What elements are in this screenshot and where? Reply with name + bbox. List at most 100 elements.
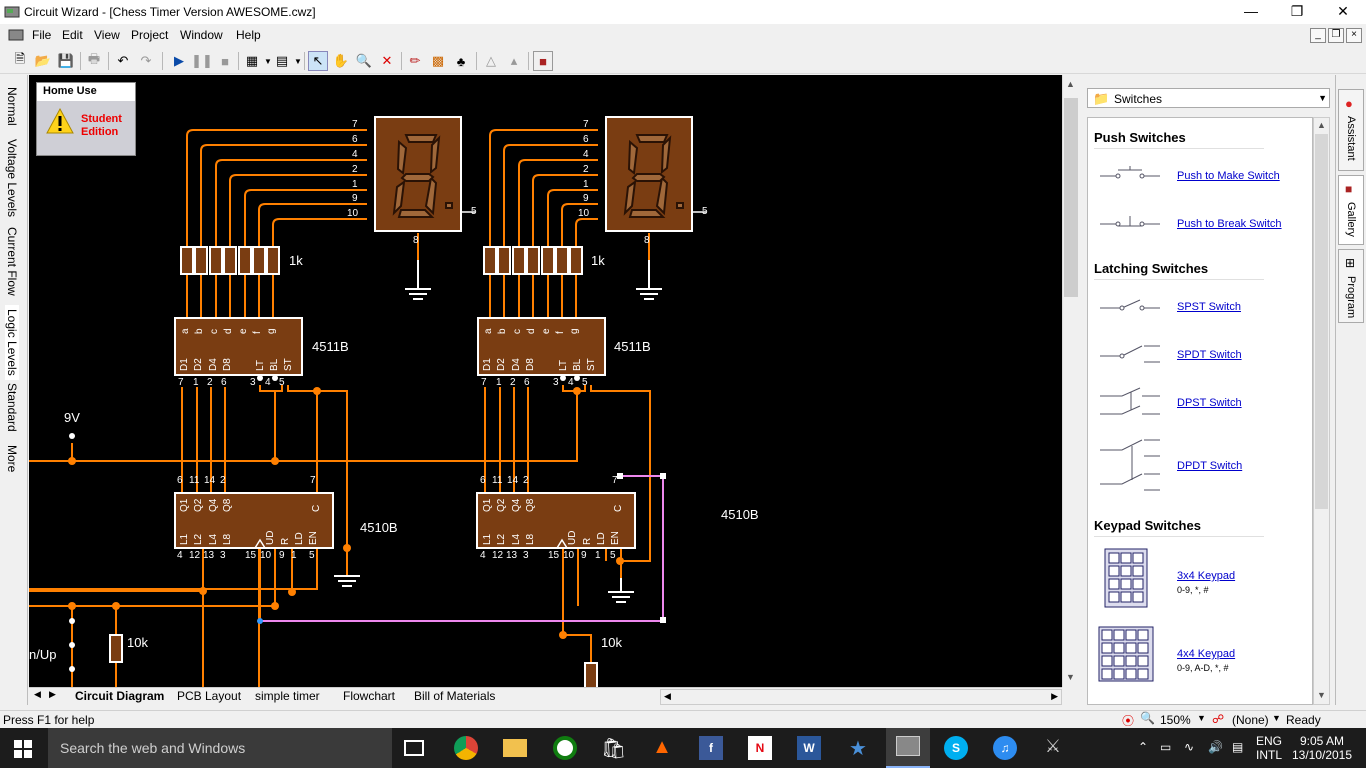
minimize-button[interactable]: —	[1244, 3, 1258, 19]
spdt-link[interactable]: SPDT Switch	[1177, 349, 1242, 361]
redo-icon[interactable]: ↷	[140, 53, 152, 68]
keypad-4x4-link[interactable]: 4x4 Keypad	[1177, 648, 1236, 660]
dpst-link[interactable]: DPST Switch	[1177, 397, 1242, 409]
dpdt-icon[interactable]	[1098, 434, 1162, 494]
clock[interactable]: 9:05 AM 13/10/2015	[1291, 734, 1353, 762]
component-icon[interactable]: ▦	[245, 53, 259, 68]
flip-icon[interactable]: △	[486, 53, 496, 68]
scroll-thumb[interactable]	[1315, 134, 1328, 509]
pointer-icon[interactable]: ↖	[308, 51, 328, 71]
scroll-down-icon[interactable]: ▼	[1066, 672, 1075, 682]
spdt-icon[interactable]	[1098, 340, 1162, 364]
scroll-up-icon[interactable]: ▲	[1066, 79, 1075, 89]
tab-prev-icon[interactable]: ◀	[34, 689, 41, 699]
undo-icon[interactable]: ↶	[117, 53, 129, 68]
canvas-vertical-scrollbar[interactable]: ▲ ▼	[1062, 75, 1079, 687]
pause-icon[interactable]: ❚❚	[191, 53, 213, 68]
menu-edit[interactable]: Edit	[62, 28, 83, 42]
language-indicator[interactable]: ENG INTL	[1256, 734, 1283, 762]
new-icon[interactable]: 🗎	[14, 51, 26, 66]
chevron-up-icon[interactable]: ⌃	[1138, 740, 1149, 754]
chevron-down-icon[interactable]: ▼	[1197, 713, 1206, 723]
scroll-left-icon[interactable]: ◀	[664, 691, 671, 701]
run-icon[interactable]: ▶	[174, 53, 184, 68]
keypad-4x4-icon[interactable]	[1098, 626, 1154, 682]
facebook-icon[interactable]: f	[699, 736, 723, 760]
tab-gallery[interactable]: ■ Gallery	[1338, 175, 1364, 245]
spst-icon[interactable]	[1098, 296, 1162, 312]
category-select[interactable]: 📁 Switches ▼	[1087, 88, 1330, 108]
maximize-button[interactable]: ❐	[1290, 3, 1304, 19]
save-icon[interactable]: 💾	[57, 53, 75, 68]
tab-standard[interactable]: Standard	[5, 383, 19, 432]
keypad-3x4-link[interactable]: 3x4 Keypad	[1177, 570, 1236, 582]
push-to-make-icon[interactable]	[1098, 166, 1162, 182]
circuit-wizard-task[interactable]	[886, 728, 930, 768]
gallery-scrollbar[interactable]: ▲ ▼	[1313, 117, 1330, 705]
hand-icon[interactable]: ✋	[332, 53, 350, 68]
task-view-icon[interactable]	[404, 740, 424, 756]
mdi-close-button[interactable]: ×	[1346, 28, 1362, 43]
gallery-icon[interactable]: ■	[533, 51, 553, 71]
tab-program[interactable]: ⊞ Program	[1338, 249, 1364, 323]
zoom-icon[interactable]: 🔍	[1140, 711, 1155, 725]
word-icon[interactable]: W	[797, 736, 821, 760]
chevron-down-icon[interactable]: ▼	[264, 56, 272, 66]
zoom-icon[interactable]: 🔍	[355, 53, 373, 68]
rotate-icon[interactable]: ▴	[510, 53, 518, 68]
menu-file[interactable]: File	[32, 28, 52, 42]
menu-help[interactable]: Help	[236, 28, 261, 42]
app-icon[interactable]: ★	[849, 738, 867, 760]
taskbar-search[interactable]: Search the web and Windows	[48, 728, 392, 768]
push-to-make-link[interactable]: Push to Make Switch	[1177, 170, 1280, 182]
app-icon[interactable]: ⚔	[1044, 736, 1062, 756]
tab-logic-levels[interactable]: Logic Levels	[5, 305, 19, 380]
tab-next-icon[interactable]: ▶	[49, 689, 56, 699]
battery-icon[interactable]: ▭	[1160, 740, 1172, 754]
push-to-break-link[interactable]: Push to Break Switch	[1177, 218, 1282, 230]
scroll-up-icon[interactable]: ▲	[1317, 120, 1326, 130]
mdi-minimize-button[interactable]: _	[1310, 28, 1326, 43]
file-explorer-icon[interactable]	[503, 739, 527, 757]
tab-normal[interactable]: Normal	[5, 87, 19, 126]
push-to-break-icon[interactable]	[1098, 214, 1162, 230]
layout-icon[interactable]: ▤	[275, 53, 289, 68]
volume-icon[interactable]: 🔊	[1208, 740, 1223, 754]
chevron-down-icon[interactable]: ▼	[294, 56, 302, 66]
circuit-canvas[interactable]: 9V 1k 1k 10k 10k 4511B 4511B 4510B 4510B…	[29, 75, 1062, 687]
menu-view[interactable]: View	[94, 28, 120, 42]
vlc-icon[interactable]: ▲	[652, 736, 672, 758]
tab-more[interactable]: More	[5, 445, 19, 473]
store-icon[interactable]: 🛍	[601, 738, 627, 760]
mdi-restore-button[interactable]: ❐	[1328, 28, 1344, 43]
magnet-icon[interactable]: ⦿	[1122, 714, 1135, 728]
tab-voltage-levels[interactable]: Voltage Levels	[5, 139, 19, 218]
scroll-right-icon[interactable]: ▶	[1051, 691, 1058, 701]
windows-start-icon[interactable]	[14, 740, 32, 758]
tab-circuit-diagram[interactable]: Circuit Diagram	[75, 689, 165, 703]
xbox-icon[interactable]	[553, 736, 577, 760]
wifi-icon[interactable]: ∿	[1184, 740, 1195, 754]
notification-icon[interactable]: ▤	[1232, 740, 1244, 754]
tab-flowchart[interactable]: Flowchart	[343, 689, 396, 703]
scroll-thumb[interactable]	[1064, 98, 1078, 297]
dpst-icon[interactable]	[1098, 386, 1162, 418]
keypad-3x4-icon[interactable]	[1104, 548, 1148, 608]
menu-window[interactable]: Window	[180, 28, 223, 42]
close-button[interactable]: ✕	[1337, 3, 1349, 19]
chevron-down-icon[interactable]: ▼	[1272, 713, 1281, 723]
delete-icon[interactable]: ✕	[381, 53, 393, 68]
tab-bill-of-materials[interactable]: Bill of Materials	[414, 689, 496, 703]
menu-project[interactable]: Project	[131, 28, 169, 42]
graph-icon[interactable]: ▩	[431, 53, 445, 68]
chrome-icon[interactable]	[454, 736, 478, 760]
open-icon[interactable]: 📂	[34, 53, 52, 68]
zoom-level[interactable]: 150%	[1160, 713, 1191, 727]
itunes-icon[interactable]: ♫	[993, 736, 1017, 760]
parts-icon[interactable]: ♣	[456, 53, 466, 69]
dpdt-link[interactable]: DPDT Switch	[1177, 460, 1243, 472]
print-icon[interactable]: 🖶	[87, 51, 101, 66]
tab-current-flow[interactable]: Current Flow	[5, 227, 19, 296]
spst-link[interactable]: SPST Switch	[1177, 301, 1241, 313]
scroll-down-icon[interactable]: ▼	[1317, 690, 1326, 700]
